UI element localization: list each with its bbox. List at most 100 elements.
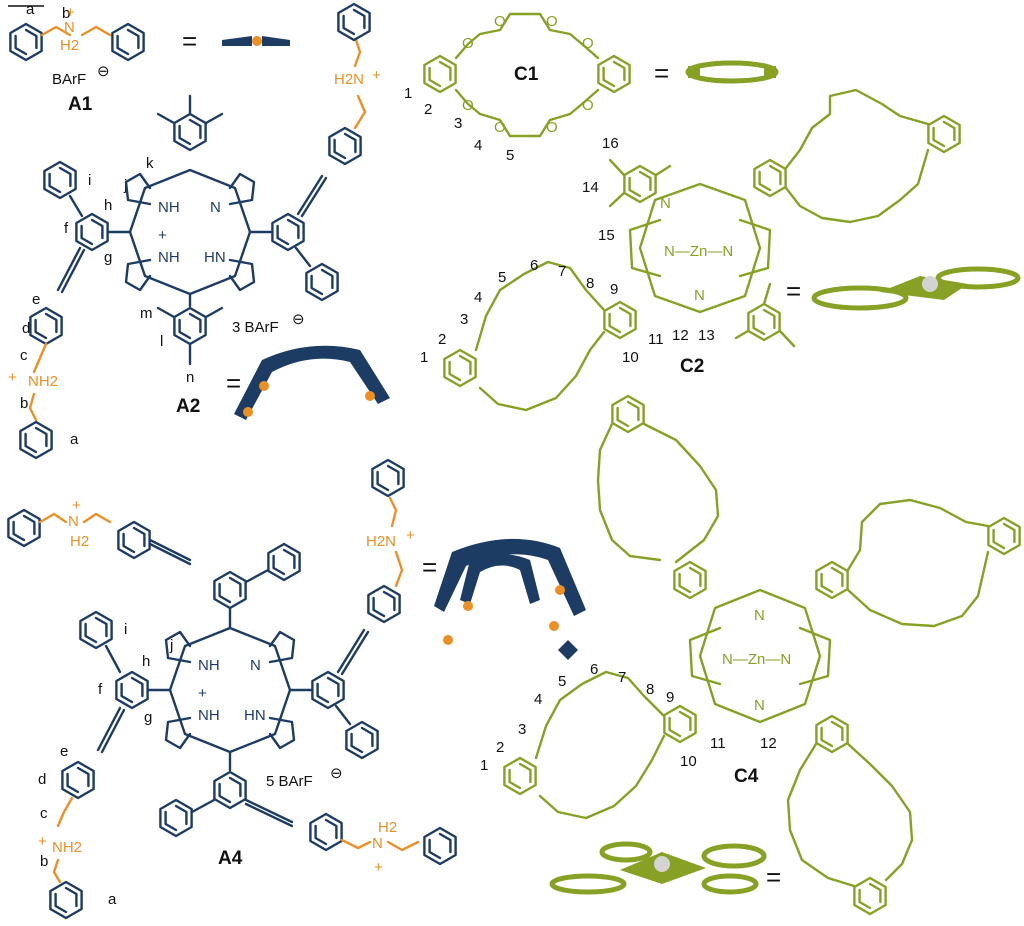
compound-c2: 16 14 15 N N—Zn—N N 5 6 7 8 4 3 2 1 9 11… — [420, 88, 1021, 412]
nitrogen-atom: N — [68, 513, 79, 530]
ammonium-linker — [56, 796, 74, 828]
nitrogen-atom: N — [660, 195, 671, 212]
nitrogen-atom: N — [250, 657, 261, 674]
ammonium-linker — [388, 496, 398, 528]
compound-label-a4: A4 — [218, 848, 243, 869]
porphyrin-core — [124, 168, 256, 296]
proton-label: 6 — [530, 257, 538, 274]
phenyl-ring — [267, 542, 301, 582]
proton-label: 6 — [590, 661, 598, 678]
ammonium-group: NH2 — [52, 839, 82, 856]
zinc-center: N—Zn—N — [722, 651, 791, 668]
h2-label: H2 — [378, 819, 397, 836]
plus-charge: + — [198, 685, 207, 702]
plus-charge: + — [66, 4, 75, 21]
ammonium-linker — [353, 94, 367, 130]
crown-ether-chain — [846, 742, 914, 882]
equals-sign: = — [654, 58, 669, 88]
aryl-ring — [367, 584, 401, 624]
mesityl-ring — [173, 112, 207, 152]
aryl-ring — [271, 212, 305, 252]
proton-label: 1 — [480, 757, 488, 774]
proton-label: 3 — [518, 721, 526, 738]
aryl-ring — [213, 770, 247, 810]
proton-label: f — [98, 681, 103, 698]
proton-label: d — [22, 320, 30, 337]
ammonium-linker — [353, 38, 362, 68]
ammonium-linker — [28, 392, 38, 422]
aryl-ring — [75, 212, 109, 252]
plus-charge: + — [372, 67, 381, 84]
aryl-ring — [61, 760, 95, 800]
ammonium-linker — [80, 25, 112, 37]
porphyrin-core — [628, 182, 772, 314]
proton-label: 5 — [558, 673, 566, 690]
proton-label: i — [88, 172, 91, 189]
proton-label: c — [20, 347, 28, 364]
phenyl-ring — [159, 798, 193, 838]
c1-3d-model — [685, 60, 779, 84]
crown-ether-chain — [784, 88, 930, 170]
aryl-ring — [328, 126, 362, 166]
oxygen-atom: O — [582, 35, 594, 52]
crown-ether-chain — [784, 148, 930, 224]
oxygen-atom: O — [494, 13, 506, 30]
benzene-ring — [9, 22, 43, 62]
catechol-ring — [815, 714, 849, 754]
compound-a2: k j NH N NH HN + i h f g e d c NH2 + — [8, 2, 390, 460]
porphyrin-core — [688, 588, 832, 724]
nitrogen-atom: N — [372, 835, 383, 852]
nh-group: NH — [198, 657, 220, 674]
hn-group: HN — [204, 249, 226, 266]
catechol-ring — [423, 54, 457, 94]
phenyl-ring — [371, 458, 405, 498]
phenyl-ring — [49, 880, 83, 920]
plus-charge: + — [38, 833, 47, 850]
proton-label: 5 — [506, 147, 514, 164]
proton-label: 2 — [424, 101, 432, 118]
crown-ether-chain — [846, 550, 990, 628]
ammonium-group: H2N — [334, 71, 364, 88]
proton-label: a — [108, 891, 117, 908]
catechol-ring — [927, 114, 961, 154]
proton-label: 16 — [602, 135, 619, 152]
oxygen-atom: O — [462, 97, 474, 114]
proton-label: 3 — [460, 311, 468, 328]
h2-label: H2 — [70, 533, 89, 550]
proton-label: e — [32, 291, 40, 308]
proton-label: 9 — [666, 689, 674, 706]
nh-group: NH — [158, 249, 180, 266]
ammonium-group: H2N — [366, 533, 396, 550]
oxygen-atom: O — [546, 13, 558, 30]
crown-ether-chain — [538, 734, 666, 820]
proton-label: 1 — [404, 85, 412, 102]
crown-ether-chain — [596, 422, 662, 562]
aryl-ring — [115, 670, 149, 710]
proton-label: 4 — [534, 691, 542, 708]
c2-3d-model — [811, 266, 1021, 311]
catechol-ring — [597, 54, 631, 94]
oxygen-atom: O — [546, 119, 558, 136]
phenyl-ring — [305, 262, 339, 302]
phenyl-ring — [423, 826, 457, 866]
proton-label: g — [104, 249, 112, 266]
phenyl-ring — [79, 610, 113, 650]
crown-ether-chain — [534, 670, 666, 760]
proton-label: 10 — [622, 349, 639, 366]
proton-label: f — [64, 220, 69, 237]
proton-label: a — [70, 431, 79, 448]
proton-label: m — [140, 305, 153, 322]
catechol-ring — [443, 348, 477, 388]
proton-label: 11 — [710, 735, 726, 752]
equals-sign: = — [182, 26, 197, 56]
oxygen-atom: O — [462, 35, 474, 52]
oxygen-atom: O — [494, 119, 506, 136]
proton-label: 2 — [496, 739, 504, 756]
phenyl-ring — [337, 2, 371, 42]
catechol-ring — [815, 560, 849, 600]
crown-ether-chain — [454, 12, 600, 60]
catechol-ring — [853, 876, 887, 916]
proton-label: c — [40, 805, 48, 822]
proton-label: 7 — [558, 263, 566, 280]
